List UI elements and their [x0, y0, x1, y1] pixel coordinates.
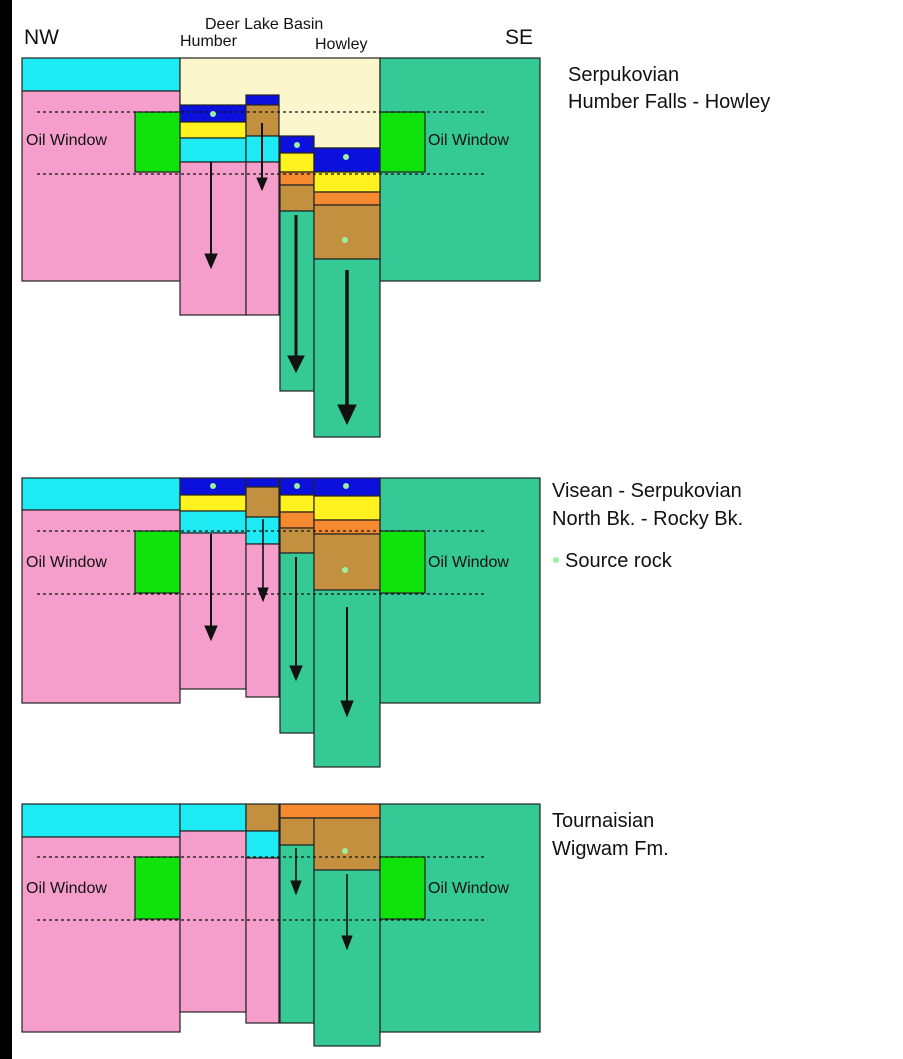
humber-label: Humber: [180, 33, 238, 50]
diagram-canvas: Oil Window Oil Window: [12, 0, 903, 1059]
col4-brown: [313, 533, 381, 591]
source-rock-dot: [343, 154, 349, 160]
col2-pink: [245, 857, 280, 1024]
se-direction-label: SE: [505, 26, 533, 49]
nw-cyan-layer: [21, 803, 181, 838]
howley-label: Howley: [315, 36, 367, 53]
col4-blue: [313, 147, 381, 173]
oil-window-box-right: [379, 111, 426, 173]
basin-title: Deer Lake Basin: [205, 16, 323, 33]
source-rock-dot: [343, 483, 349, 489]
col3-yellow: [279, 494, 315, 513]
col2-blue: [245, 477, 280, 488]
panel1-window-lines: [37, 111, 484, 175]
source-rock-dot: [342, 237, 348, 243]
oil-window-box-left: [134, 530, 181, 594]
col2-blue: [245, 94, 280, 106]
subsidence-arrow: [289, 665, 303, 682]
subsidence-arrow: [204, 253, 218, 270]
col3-orange: [279, 511, 315, 529]
subsidence-arrow: [337, 404, 357, 426]
panel3-window-lines: [37, 856, 484, 921]
panel3-caption-line2: Wigwam Fm.: [552, 838, 669, 860]
source-rock-dot: [210, 111, 216, 117]
subsidence-arrow: [287, 355, 305, 374]
panel-serpukovian: [21, 57, 541, 438]
col1-cyan: [179, 137, 247, 163]
col4-orange: [313, 519, 381, 535]
col3-brown: [279, 527, 315, 554]
subsidence-arrow: [256, 177, 268, 192]
subsidence-arrow: [204, 625, 218, 642]
oil-window-label: Oil Window: [26, 132, 107, 149]
col2-pink: [245, 161, 280, 316]
col1-cyan: [179, 803, 247, 832]
oil-window-box-right: [379, 530, 426, 594]
col3-yellow: [279, 152, 315, 173]
panel1-arrows: [204, 123, 357, 426]
col4-orange: [313, 191, 381, 206]
source-rock-dot: [294, 483, 300, 489]
panel2-caption-line2: North Bk. - Rocky Bk.: [552, 508, 743, 530]
col4-brown: [313, 204, 381, 260]
panel-visean-serpukovian: [21, 477, 541, 768]
source-rock-dot: [294, 142, 300, 148]
panel3-source-dots: [342, 848, 348, 854]
panel1-source-dots: [210, 111, 349, 243]
legend-source-rock-label: Source rock: [565, 550, 673, 572]
subsidence-arrow: [290, 880, 302, 896]
col1-cyan: [179, 510, 247, 534]
legend-source-rock-dot: [553, 557, 559, 563]
oil-window-label: Oil Window: [428, 554, 509, 571]
col4-yellow: [313, 171, 381, 193]
panel2-source-dots: [210, 483, 349, 573]
oil-window-label: Oil Window: [26, 880, 107, 897]
panel1-caption-line1: Serpukovian: [568, 64, 679, 86]
col1-yellow: [179, 121, 247, 139]
oil-window-label: Oil Window: [428, 880, 509, 897]
col1-yellow: [179, 494, 247, 512]
nw-direction-label: NW: [24, 26, 59, 49]
col34-orange: [279, 803, 381, 819]
col2-brown: [245, 803, 280, 832]
subsidence-arrow: [340, 700, 354, 718]
panel-tournaisian: [21, 803, 541, 1047]
col4-yellow: [313, 495, 381, 521]
nw-cyan-layer: [21, 477, 181, 511]
panel1-caption-line2: Humber Falls - Howley: [568, 91, 770, 113]
col1-pink: [179, 161, 247, 316]
oil-window-label: Oil Window: [26, 554, 107, 571]
panel3-caption-line1: Tournaisian: [552, 810, 654, 832]
panel2-arrows: [204, 519, 354, 718]
col1-pink: [179, 532, 247, 690]
panel2-caption-line1: Visean - Serpukovian: [552, 480, 742, 502]
col2-brown: [245, 486, 280, 518]
source-rock-dot: [342, 848, 348, 854]
source-rock-dot: [210, 483, 216, 489]
col3-brown: [279, 184, 315, 212]
col4-brown: [313, 817, 381, 871]
oil-window-box-left: [134, 111, 181, 173]
col2-cyan: [245, 830, 280, 859]
subsidence-arrow: [257, 587, 269, 603]
oil-window-box-right: [379, 856, 426, 920]
basin-diagram: Oil Window Oil Window: [21, 16, 770, 1047]
panel3-arrows: [290, 848, 353, 951]
oil-window-box-left: [134, 856, 181, 920]
nw-cyan-layer: [21, 57, 181, 92]
col3-brown: [279, 817, 315, 846]
source-rock-dot: [342, 567, 348, 573]
subsidence-arrow: [341, 935, 353, 951]
col1-pink: [179, 830, 247, 1013]
col3-teal: [279, 844, 315, 1024]
oil-window-label: Oil Window: [428, 132, 509, 149]
